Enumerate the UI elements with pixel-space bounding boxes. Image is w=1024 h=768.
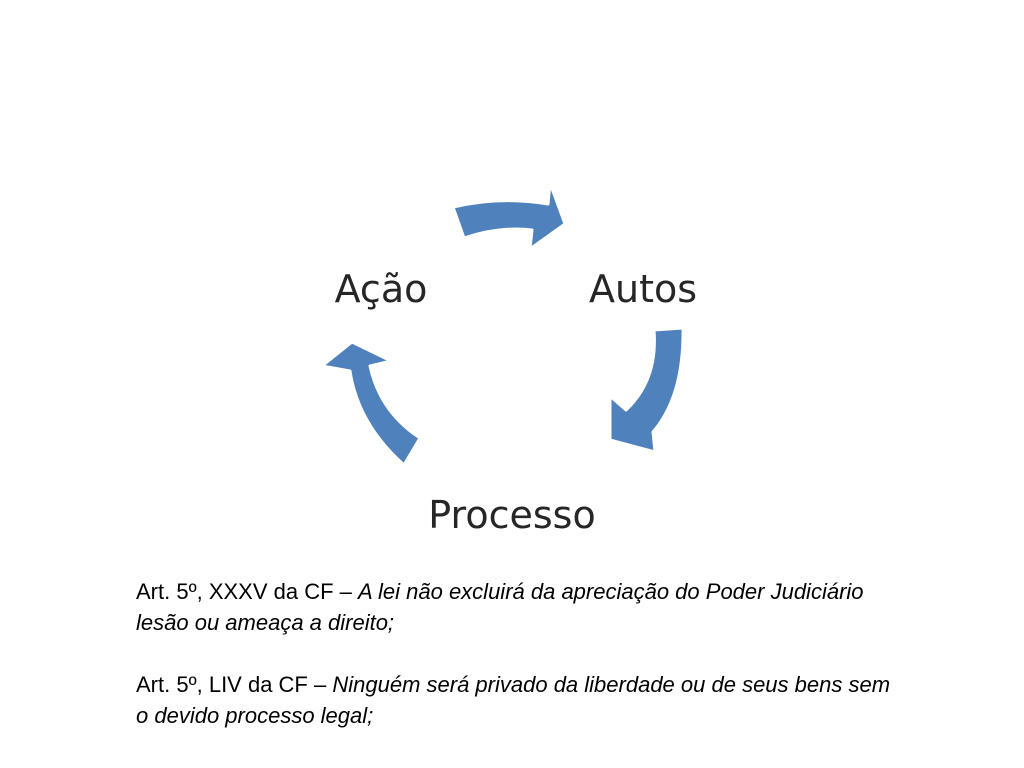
arrow-acao-to-autos bbox=[451, 181, 567, 251]
article-reference: Art. 5º, LIV da CF – bbox=[136, 672, 327, 697]
article-quote: A lei não excluirá da apreciação do Pode… bbox=[136, 579, 864, 635]
arrow-autos-to-processo bbox=[608, 326, 685, 454]
node-processo: Processo bbox=[428, 493, 595, 537]
cycle-diagram: Ação Autos Processo bbox=[320, 181, 697, 537]
article-reference: Art. 5º, XXXV da CF – bbox=[136, 579, 352, 604]
arrow-processo-to-acao bbox=[320, 340, 422, 467]
node-acao: Ação bbox=[335, 267, 428, 311]
article-xxxv: Art. 5º, XXXV da CF – A lei não excluirá… bbox=[136, 576, 896, 638]
article-quote: Ninguém será privado da liberdade ou de … bbox=[136, 672, 891, 728]
article-liv: Art. 5º, LIV da CF – Ninguém será privad… bbox=[136, 669, 896, 731]
node-autos: Autos bbox=[589, 267, 697, 311]
legal-text: Art. 5º, XXXV da CF – A lei não excluirá… bbox=[136, 576, 896, 731]
